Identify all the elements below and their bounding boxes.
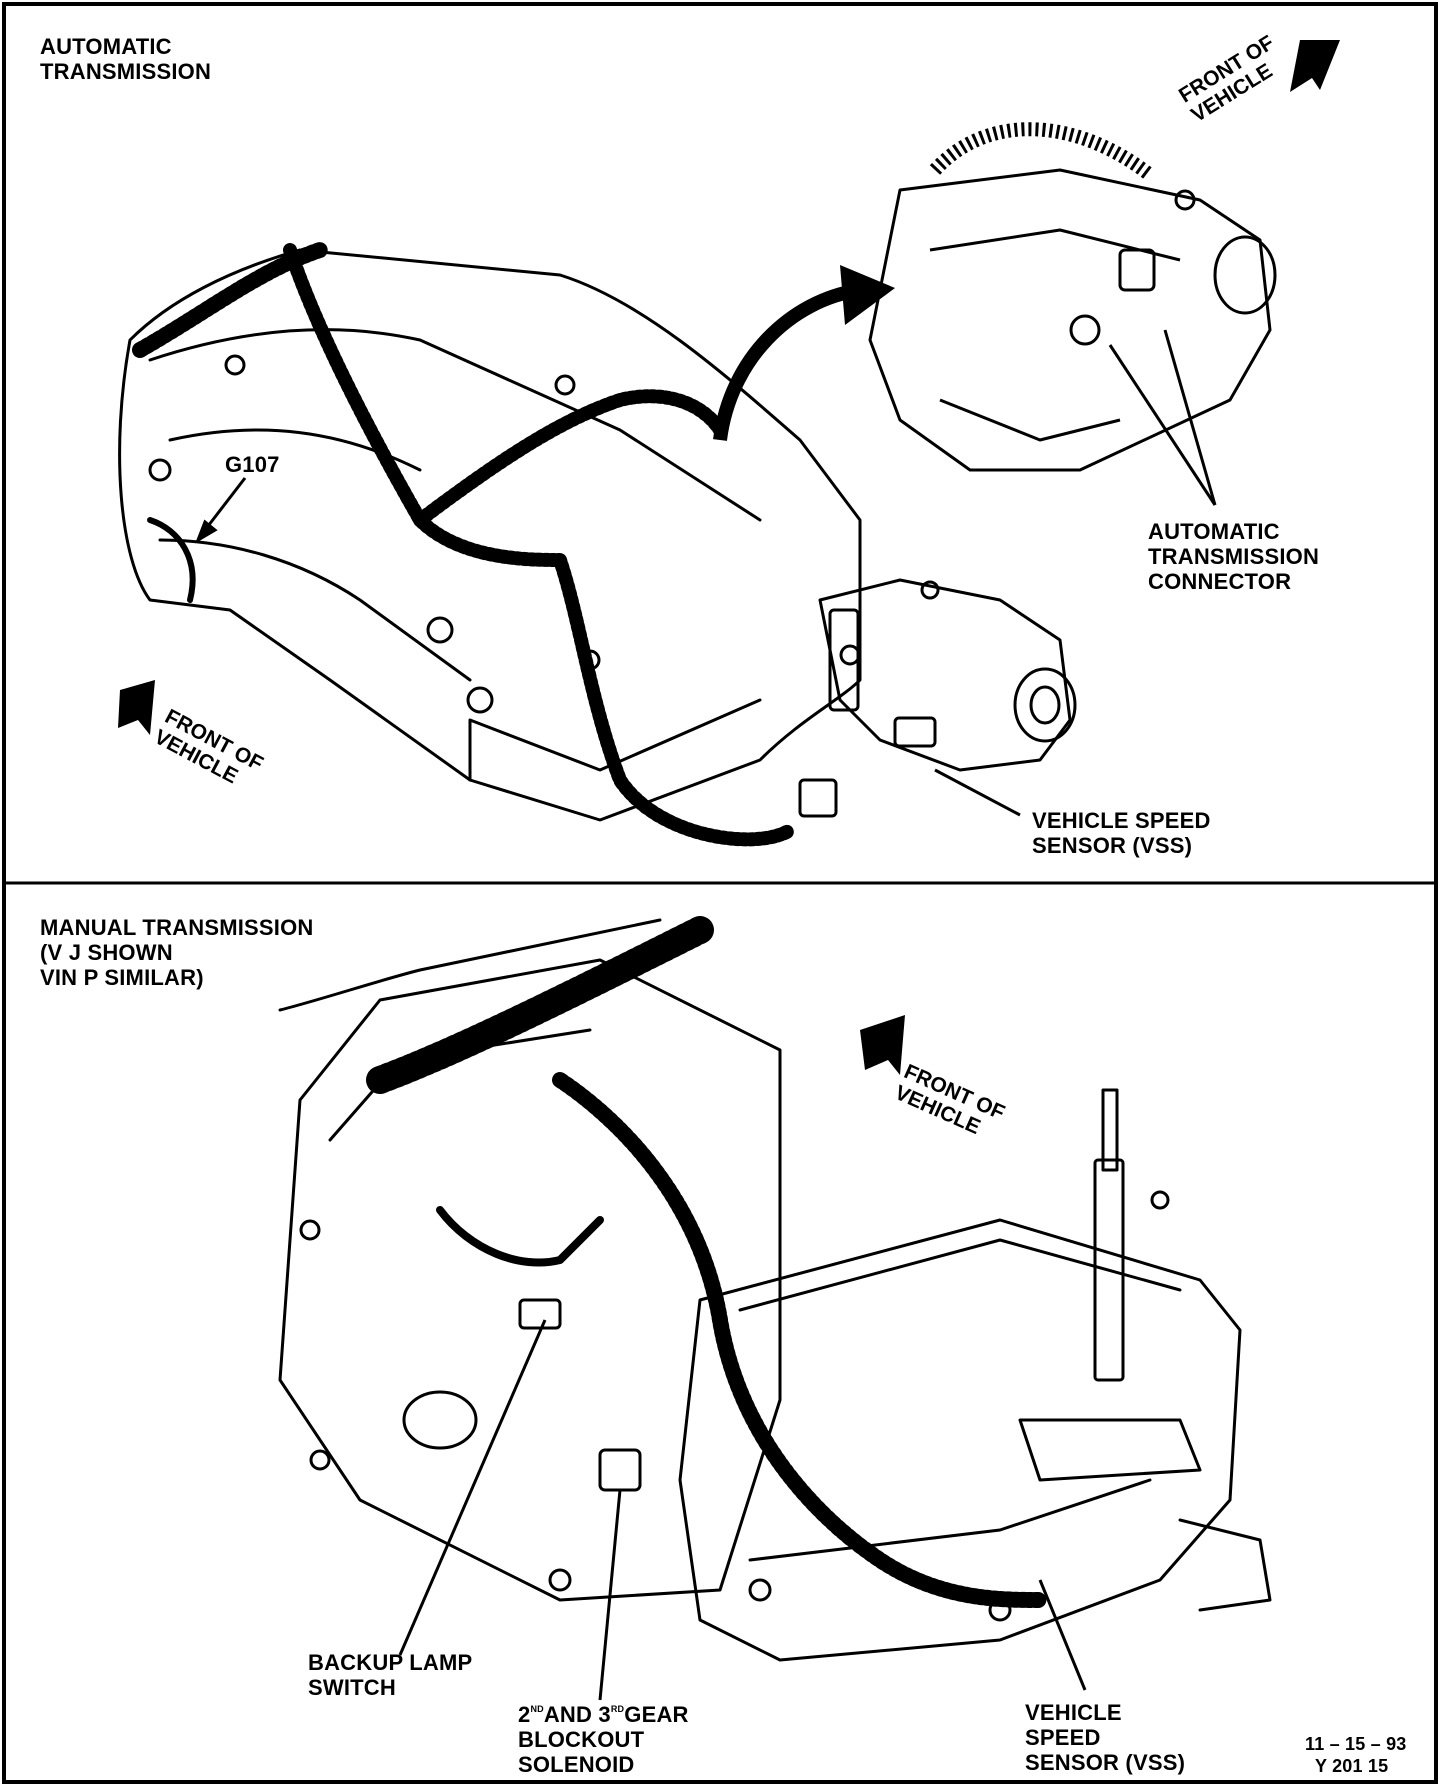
automatic-title: AUTOMATIC TRANSMISSION <box>40 34 212 84</box>
backup-lamp-switch-label: BACKUP LAMP SWITCH <box>308 1650 473 1700</box>
manual-title: MANUAL TRANSMISSION (V J SHOWN VIN P SIM… <box>40 915 314 990</box>
g107-label: G107 <box>225 452 280 477</box>
front-arrow-icon <box>860 1015 905 1075</box>
automatic-transmission-connector-label: AUTOMATIC TRANSMISSION CONNECTOR <box>1148 519 1320 594</box>
front-arrow-icon <box>118 680 155 735</box>
leader-lines-bottom <box>398 1319 1087 1701</box>
automatic-transmission-drawing <box>118 242 1077 847</box>
footer-date: 11 – 15 – 93 <box>1305 1734 1407 1754</box>
manual-transmission-drawing <box>278 916 1272 1662</box>
bottom-vss-label: VEHICLE SPEED SENSOR (VSS) <box>1025 1700 1186 1775</box>
leader-lines-top <box>195 329 1217 817</box>
top-vss-label: VEHICLE SPEED SENSOR (VSS) <box>1032 808 1211 858</box>
callout-arrow-icon <box>713 265 895 441</box>
footer-code: Y 201 15 <box>1315 1756 1389 1776</box>
connector-detail-drawing <box>868 122 1277 472</box>
front-arrow-icon <box>1290 40 1340 92</box>
